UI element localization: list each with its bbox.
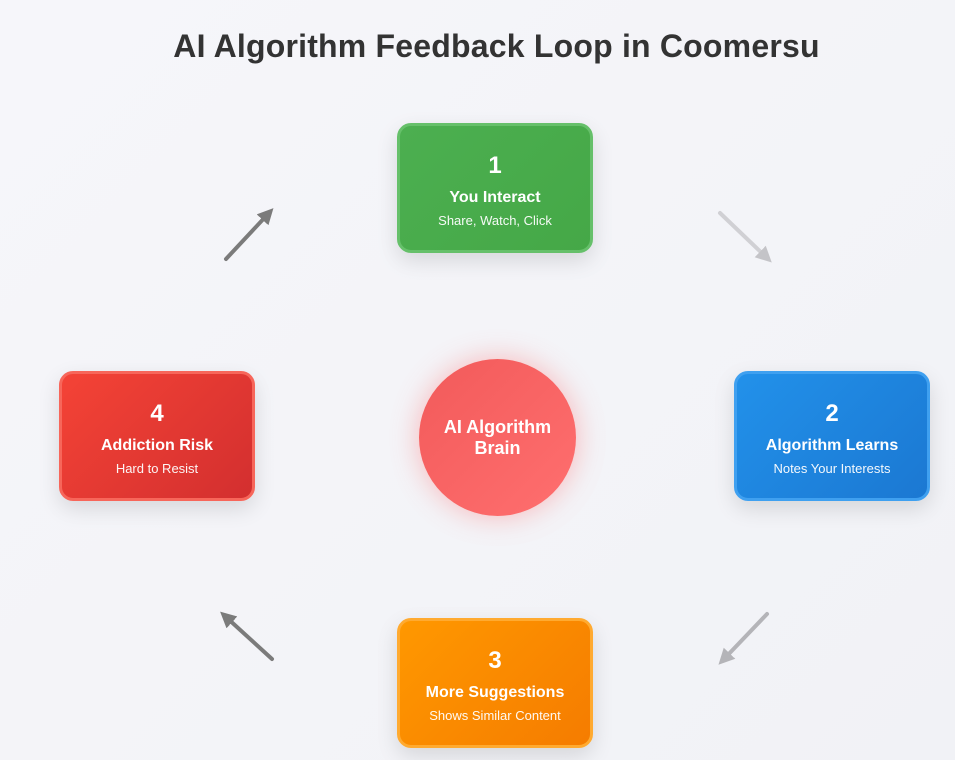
ai-brain-circle: AI Algorithm Brain bbox=[419, 359, 576, 516]
step-number: 2 bbox=[825, 400, 839, 427]
step-number: 4 bbox=[150, 400, 164, 427]
arrow-step3-to-step4 bbox=[220, 611, 274, 661]
step-number: 3 bbox=[488, 647, 502, 674]
diagram-title: AI Algorithm Feedback Loop in Coomersu bbox=[173, 28, 820, 64]
step-number: 1 bbox=[488, 152, 502, 179]
arrow-step2-to-step3 bbox=[718, 612, 769, 665]
step-title: You Interact bbox=[449, 189, 541, 206]
arrow-step4-to-step1 bbox=[224, 208, 274, 261]
step-card-algorithm-learns: 2 Algorithm Learns Notes Your Interests bbox=[734, 371, 930, 501]
step-title: Algorithm Learns bbox=[765, 437, 899, 454]
step-title: Addiction Risk bbox=[100, 437, 213, 454]
brain-label: AI Algorithm Brain bbox=[443, 416, 552, 458]
step-title: More Suggestions bbox=[425, 684, 565, 701]
step-card-addiction-risk: 4 Addiction Risk Hard to Resist bbox=[59, 371, 255, 501]
step-subtitle: Notes Your Interests bbox=[773, 461, 891, 476]
step-subtitle: Share, Watch, Click bbox=[438, 213, 552, 228]
step-card-more-suggestions: 3 More Suggestions Shows Similar Content bbox=[397, 618, 593, 748]
step-card-you-interact: 1 You Interact Share, Watch, Click bbox=[397, 123, 593, 253]
arrow-step1-to-step2 bbox=[718, 211, 772, 263]
step-subtitle: Shows Similar Content bbox=[429, 708, 561, 723]
step-subtitle: Hard to Resist bbox=[115, 461, 199, 476]
